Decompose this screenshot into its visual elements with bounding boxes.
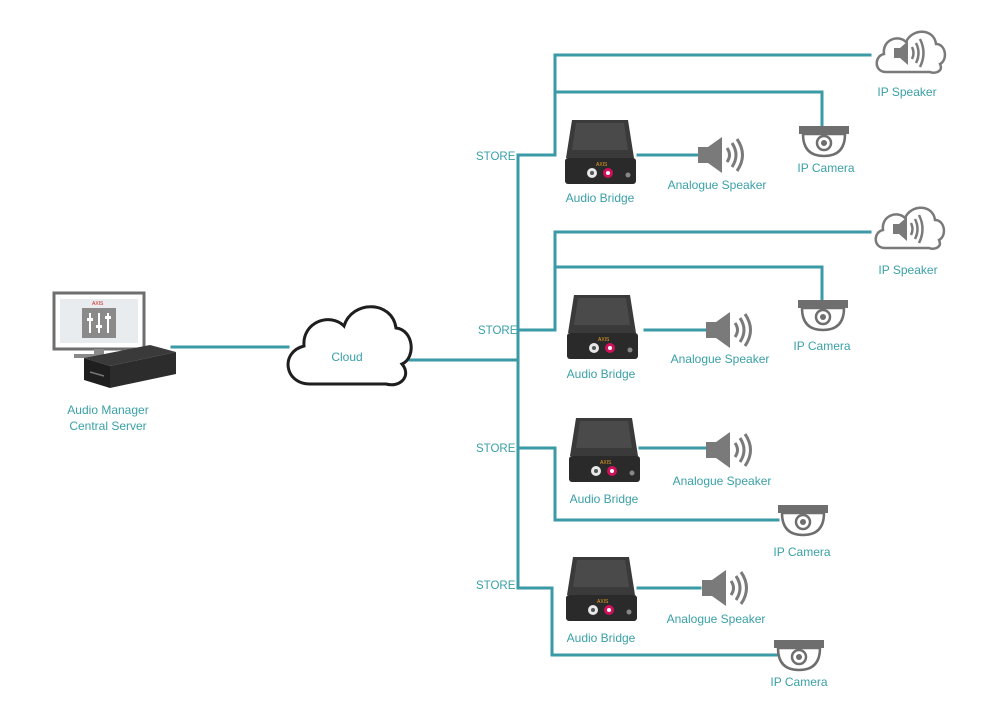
monitor-icon: AXIS (52, 291, 146, 358)
ip-camera-label: IP Camera (793, 339, 850, 353)
central-server: AXIS Audio Manager Central Server (52, 291, 176, 433)
analogue-speaker-icon (700, 568, 748, 608)
analogue-speaker-label: Analogue Speaker (673, 474, 772, 488)
server-label-line1: Audio Manager (67, 403, 148, 417)
connection-lines (170, 53, 872, 657)
store-label: STORE (476, 443, 516, 455)
analogue-speaker-icon (696, 135, 744, 175)
svg-text:AXIS: AXIS (92, 301, 104, 307)
ip-speaker-label: IP Speaker (878, 263, 937, 277)
store-1: STORE IP Speaker IP Camera Audio Bridge … (476, 30, 947, 205)
ip-camera-label: IP Camera (773, 545, 830, 559)
audio-bridge-label: Audio Bridge (566, 191, 635, 205)
ip-speaker-icon (874, 206, 946, 250)
analogue-speaker-icon (704, 430, 752, 470)
audio-bridge-label: Audio Bridge (570, 492, 639, 506)
server-label-line2: Central Server (69, 419, 146, 433)
store-2: STORE IP Speaker IP Camera Audio Bridge … (478, 206, 946, 381)
ip-camera-icon (772, 638, 826, 672)
analogue-speaker-label: Analogue Speaker (668, 178, 767, 192)
analogue-speaker-icon (704, 310, 752, 350)
store-4: STORE Audio Bridge Analogue Speaker IP C… (476, 557, 828, 689)
ip-speaker-label: IP Speaker (877, 85, 936, 99)
server-box-icon (84, 345, 176, 388)
audio-bridge-icon (569, 418, 640, 482)
audio-bridge-icon (567, 295, 638, 359)
store-label: STORE (478, 325, 518, 337)
cloud-icon (286, 305, 413, 387)
audio-bridge-icon (565, 120, 636, 184)
audio-bridge-label: Audio Bridge (567, 367, 636, 381)
analogue-speaker-label: Analogue Speaker (667, 612, 766, 626)
ip-camera-icon (797, 124, 851, 158)
store-label: STORE (476, 151, 516, 163)
audio-bridge-label: Audio Bridge (567, 631, 636, 645)
ip-speaker-icon (875, 30, 947, 74)
ip-camera-icon (776, 503, 830, 537)
cloud-label: Cloud (331, 350, 362, 364)
analogue-speaker-label: Analogue Speaker (671, 352, 770, 366)
cloud-node: Cloud (286, 305, 413, 387)
ip-camera-icon (796, 298, 850, 332)
audio-bridge-icon (566, 557, 637, 621)
store-label: STORE (476, 580, 516, 592)
store-3: STORE Audio Bridge Analogue Speaker IP C… (476, 418, 831, 559)
ip-camera-label: IP Camera (770, 675, 827, 689)
ip-camera-label: IP Camera (797, 161, 854, 175)
